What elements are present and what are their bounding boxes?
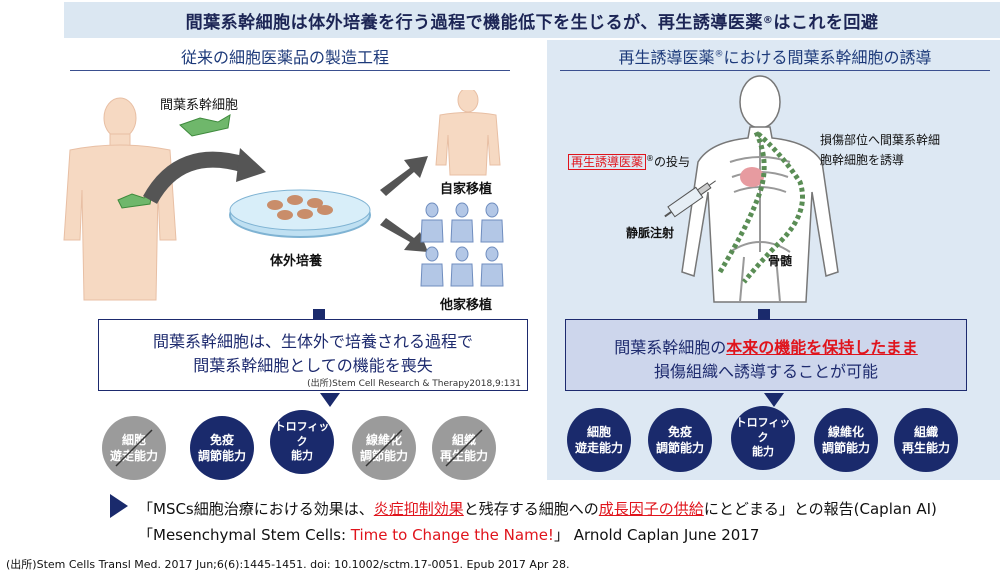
left-section-title: 従来の細胞医薬品の製造工程 [180, 48, 389, 67]
banner-title-pre: 間葉系幹細胞は体外培養を行う過程で機能低下を生じるが、再生誘導医薬 [185, 12, 763, 33]
quote-l2-c: 」 Arnold Caplan June 2017 [553, 526, 760, 544]
right-connector [758, 309, 770, 319]
auto-recipient-icon [435, 90, 501, 176]
left-connector [313, 309, 325, 319]
quote-l1-b: 炎症抑制効果 [373, 500, 464, 518]
green-cell-icon [179, 114, 231, 137]
left-circle-trophic-label: トロフィック 能力 [274, 419, 330, 463]
left-illustration [63, 90, 501, 301]
quote-line1: 「MSCs細胞治療における効果は、炎症抑制効果と残存する細胞への成長因子の供給に… [138, 498, 937, 519]
left-circle-immune: 免疫 調節能力 [190, 416, 254, 480]
allo-recipients-icon [420, 202, 504, 287]
iv-injection-label: 静脈注射 [626, 226, 675, 240]
curved-arrow-icon [142, 151, 248, 205]
auto-transplant-label: 自家移植 [440, 182, 493, 197]
right-circle-regeneration-label: 組織 再生能力 [901, 424, 950, 455]
left-circle-fibrosis: 線維化 調節能力 [352, 416, 416, 480]
right-result-box: 間葉系幹細胞の本来の機能を保持したまま 損傷組織へ誘導することが可能 [565, 319, 967, 391]
quote-l1-a: 「MSCs細胞治療における効果は、 [138, 500, 374, 518]
induction-line1: 損傷部位へ間葉系幹細 [820, 133, 941, 147]
right-circle-trophic: トロフィック 能力 [731, 406, 795, 470]
right-circle-immune: 免疫 調節能力 [648, 408, 712, 472]
admin-label: 再生誘導医薬®の投与 [568, 153, 690, 170]
header-banner: 間葉系幹細胞は体外培養を行う過程で機能低下を生じるが、再生誘導医薬®はこれを回避 [64, 2, 1000, 38]
human-body-icon [63, 97, 177, 301]
cross-icon [115, 429, 153, 467]
culture-label: 体外培養 [270, 254, 323, 269]
induction-line2: 胞幹細胞を誘導 [820, 153, 905, 168]
right-title-registered-mark: ® [714, 49, 724, 60]
right-circle-fibrosis-label: 線維化 調節能力 [821, 424, 870, 455]
quote-l1-c: と残存する細胞への [463, 500, 599, 518]
syringe-icon [664, 180, 716, 218]
arrow-down-right-icon [380, 218, 428, 252]
cross-icon [445, 429, 483, 467]
heart-icon [740, 167, 764, 187]
quote-l1-d: 成長因子の供給 [598, 500, 704, 518]
right-title-underline [560, 70, 990, 71]
left-circle-trophic: トロフィック 能力 [270, 410, 334, 474]
right-box-line1-red: 本来の機能を保持したまま [726, 338, 918, 357]
right-title-pre: 再生誘導医薬 [618, 48, 715, 67]
petri-dish-icon [229, 189, 371, 238]
left-result-box: 間葉系幹細胞は、生体外で培養される過程で 間葉系幹細胞としての機能を喪失 (出所… [98, 319, 528, 391]
left-title-underline [70, 70, 510, 71]
quote-line2: 「Mesenchymal Stem Cells: Time to Change … [138, 524, 759, 545]
admin-registered-mark: ® [646, 154, 655, 163]
left-circle-migration: 細胞 遊走能力 [102, 416, 166, 480]
allo-transplant-label: 他家移植 [440, 298, 493, 313]
right-box-line1-pre: 間葉系幹細胞の [614, 338, 727, 357]
right-box-line2: 損傷組織へ誘導することが可能 [653, 362, 878, 381]
bone-marrow-label: 骨髄 [768, 254, 793, 268]
right-circle-regeneration: 組織 再生能力 [894, 408, 958, 472]
right-title-post: における間葉系幹細胞の誘導 [723, 48, 932, 67]
left-down-arrow [320, 393, 340, 407]
left-circle-fibrosis-label: 線維化 調節能力 [359, 432, 408, 463]
left-circle-immune-label: 免疫 調節能力 [197, 432, 246, 463]
quote-l2-a: 「Mesenchymal Stem Cells: [138, 526, 351, 544]
body-skeleton-illustration [681, 75, 839, 303]
arrow-up-right-icon [380, 156, 428, 196]
footer-source: (出所)Stem Cells Transl Med. 2017 Jun;6(6)… [6, 558, 570, 571]
cross-icon [365, 429, 403, 467]
right-box-line1: 間葉系幹細胞の本来の機能を保持したまま [566, 334, 966, 358]
triangle-bullet-icon [110, 494, 128, 518]
right-circle-fibrosis: 線維化 調節能力 [814, 408, 878, 472]
induction-label: 損傷部位へ間葉系幹細 胞幹細胞を誘導 [820, 130, 940, 171]
left-box-source: (出所)Stem Cell Research & Therapy2018,9:1… [307, 379, 521, 389]
right-circle-migration-label: 細胞 遊走能力 [574, 424, 623, 455]
right-down-arrow [764, 393, 784, 407]
quote-l2-b: Time to Change the Name! [350, 526, 554, 544]
left-box-line2: 間葉系幹細胞としての機能を喪失 [193, 356, 433, 375]
right-section-title: 再生誘導医薬®における間葉系幹細胞の誘導 [555, 44, 995, 68]
right-circle-migration: 細胞 遊走能力 [567, 408, 631, 472]
msc-label: 間葉系幹細胞 [160, 98, 239, 113]
quote-l1-e: にとどまる」との報告(Caplan AI) [703, 500, 937, 518]
right-circle-trophic-label: トロフィック 能力 [735, 415, 791, 459]
admin-label-post: の投与 [654, 155, 691, 169]
admin-label-red: 再生誘導医薬 [568, 154, 647, 170]
left-box-line1: 間葉系幹細胞は、生体外で培養される過程で [152, 332, 473, 351]
right-circle-immune-label: 免疫 調節能力 [655, 424, 704, 455]
left-circle-regeneration: 組織 再生能力 [432, 416, 496, 480]
banner-registered-mark: ® [762, 14, 774, 26]
banner-title-post: はこれを回避 [773, 12, 879, 33]
